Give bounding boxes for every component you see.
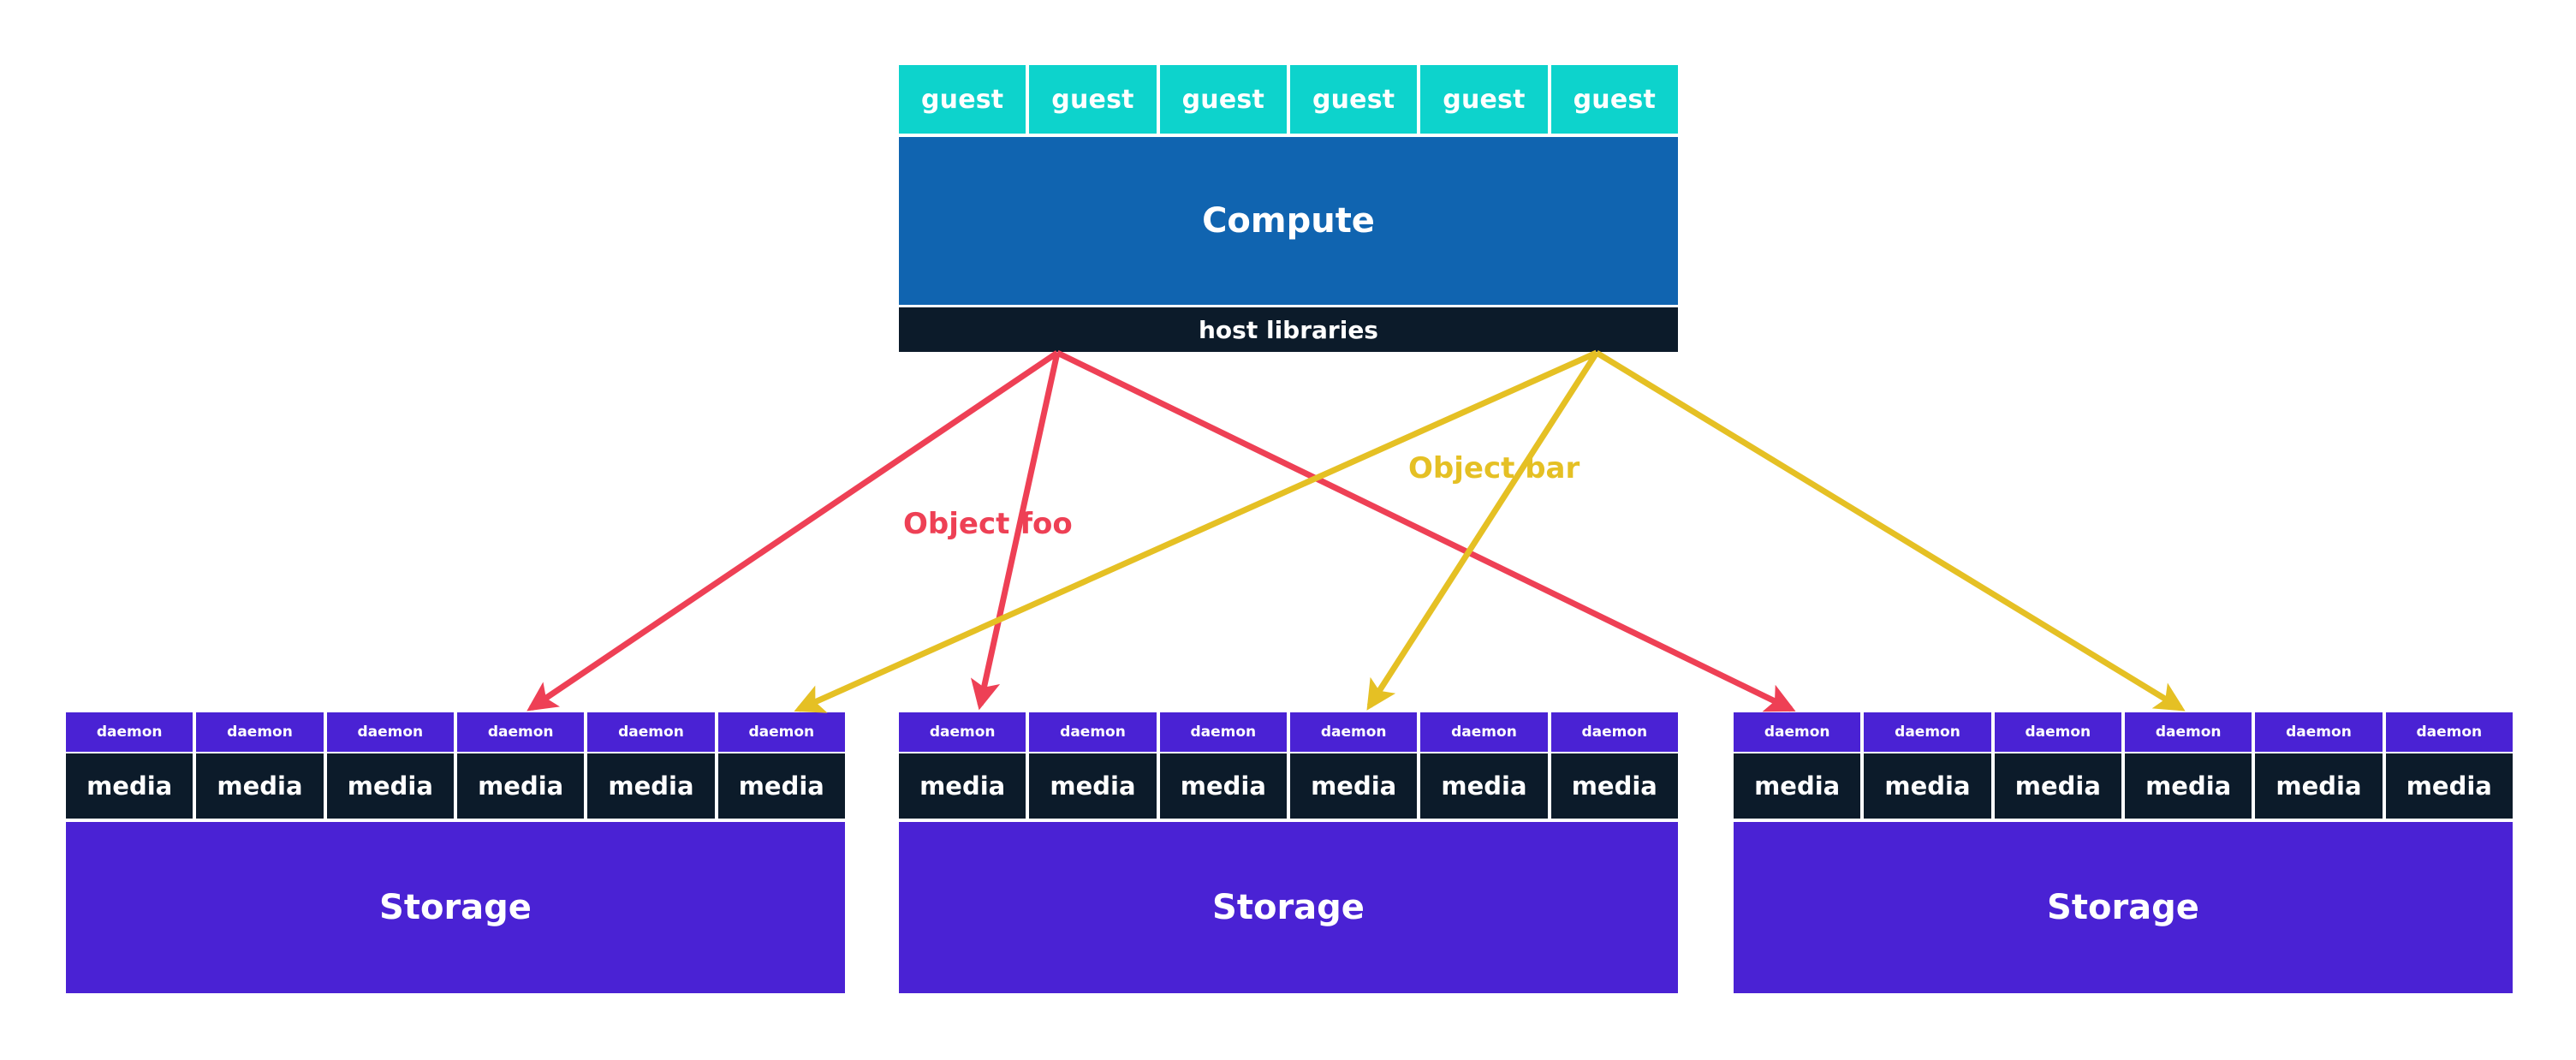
media-cell[interactable]: media <box>66 753 193 819</box>
media-cell[interactable]: media <box>1550 753 1678 819</box>
flow-arrow <box>1366 351 1599 711</box>
host-libraries-block: host libraries <box>899 307 1678 352</box>
object-bar-label: Object bar <box>1408 451 1580 485</box>
object-foo-label: Object foo <box>903 507 1073 541</box>
media-cell[interactable]: media <box>1734 753 1861 819</box>
daemon-row: daemon daemon daemon daemon daemon daemo… <box>66 712 845 752</box>
media-cell[interactable]: media <box>2385 753 2513 819</box>
daemon-cell[interactable]: daemon <box>326 712 454 752</box>
media-row: media media media media media media <box>1734 753 2513 819</box>
guest-cell[interactable]: guest <box>1420 65 1548 134</box>
compute-block: Compute <box>899 137 1678 305</box>
storage-block: Storage <box>66 822 845 993</box>
daemon-cell[interactable]: daemon <box>1734 712 1861 752</box>
guest-row: guest guest guest guest guest guest <box>899 65 1678 134</box>
guest-cell[interactable]: guest <box>1550 65 1678 134</box>
media-cell[interactable]: media <box>587 753 715 819</box>
daemon-cell[interactable]: daemon <box>456 712 585 752</box>
daemon-cell[interactable]: daemon <box>2124 712 2252 752</box>
storage-node-1: daemon daemon daemon daemon daemon daemo… <box>66 712 845 993</box>
compute-node: guest guest guest guest guest guest Comp… <box>899 65 1678 352</box>
storage-block: Storage <box>899 822 1678 993</box>
daemon-cell[interactable]: daemon <box>2385 712 2513 752</box>
media-cell[interactable]: media <box>1029 753 1157 819</box>
storage-block: Storage <box>1734 822 2513 993</box>
media-row: media media media media media media <box>66 753 845 819</box>
guest-cell[interactable]: guest <box>899 65 1026 134</box>
media-row: media media media media media media <box>899 753 1678 819</box>
flow-arrow <box>1056 349 1796 712</box>
storage-node-2: daemon daemon daemon daemon daemon daemo… <box>899 712 1678 993</box>
daemon-row: daemon daemon daemon daemon daemon daemo… <box>1734 712 2513 752</box>
daemon-row: daemon daemon daemon daemon daemon daemo… <box>899 712 1678 752</box>
media-cell[interactable]: media <box>2124 753 2252 819</box>
daemon-cell[interactable]: daemon <box>1864 712 1991 752</box>
daemon-cell[interactable]: daemon <box>1289 712 1418 752</box>
object-foo-arrows <box>527 349 1796 712</box>
flow-arrow <box>1595 350 2186 712</box>
guest-cell[interactable]: guest <box>1029 65 1157 134</box>
daemon-cell[interactable]: daemon <box>66 712 193 752</box>
media-cell[interactable]: media <box>1994 753 2121 819</box>
storage-node-3: daemon daemon daemon daemon daemon daemo… <box>1734 712 2513 993</box>
media-cell[interactable]: media <box>717 753 845 819</box>
media-cell[interactable]: media <box>456 753 585 819</box>
guest-cell[interactable]: guest <box>1289 65 1418 134</box>
daemon-cell[interactable]: daemon <box>1994 712 2121 752</box>
daemon-cell[interactable]: daemon <box>1420 712 1548 752</box>
media-cell[interactable]: media <box>1289 753 1418 819</box>
daemon-cell[interactable]: daemon <box>717 712 845 752</box>
media-cell[interactable]: media <box>1159 753 1287 819</box>
daemon-cell[interactable]: daemon <box>196 712 324 752</box>
media-cell[interactable]: media <box>196 753 324 819</box>
media-cell[interactable]: media <box>1420 753 1548 819</box>
media-cell[interactable]: media <box>326 753 454 819</box>
daemon-cell[interactable]: daemon <box>899 712 1026 752</box>
daemon-cell[interactable]: daemon <box>1029 712 1157 752</box>
daemon-cell[interactable]: daemon <box>587 712 715 752</box>
media-cell[interactable]: media <box>2255 753 2383 819</box>
daemon-cell[interactable]: daemon <box>1550 712 1678 752</box>
guest-cell[interactable]: guest <box>1159 65 1287 134</box>
media-cell[interactable]: media <box>1864 753 1991 819</box>
daemon-cell[interactable]: daemon <box>2255 712 2383 752</box>
daemon-cell[interactable]: daemon <box>1159 712 1287 752</box>
media-cell[interactable]: media <box>899 753 1026 819</box>
